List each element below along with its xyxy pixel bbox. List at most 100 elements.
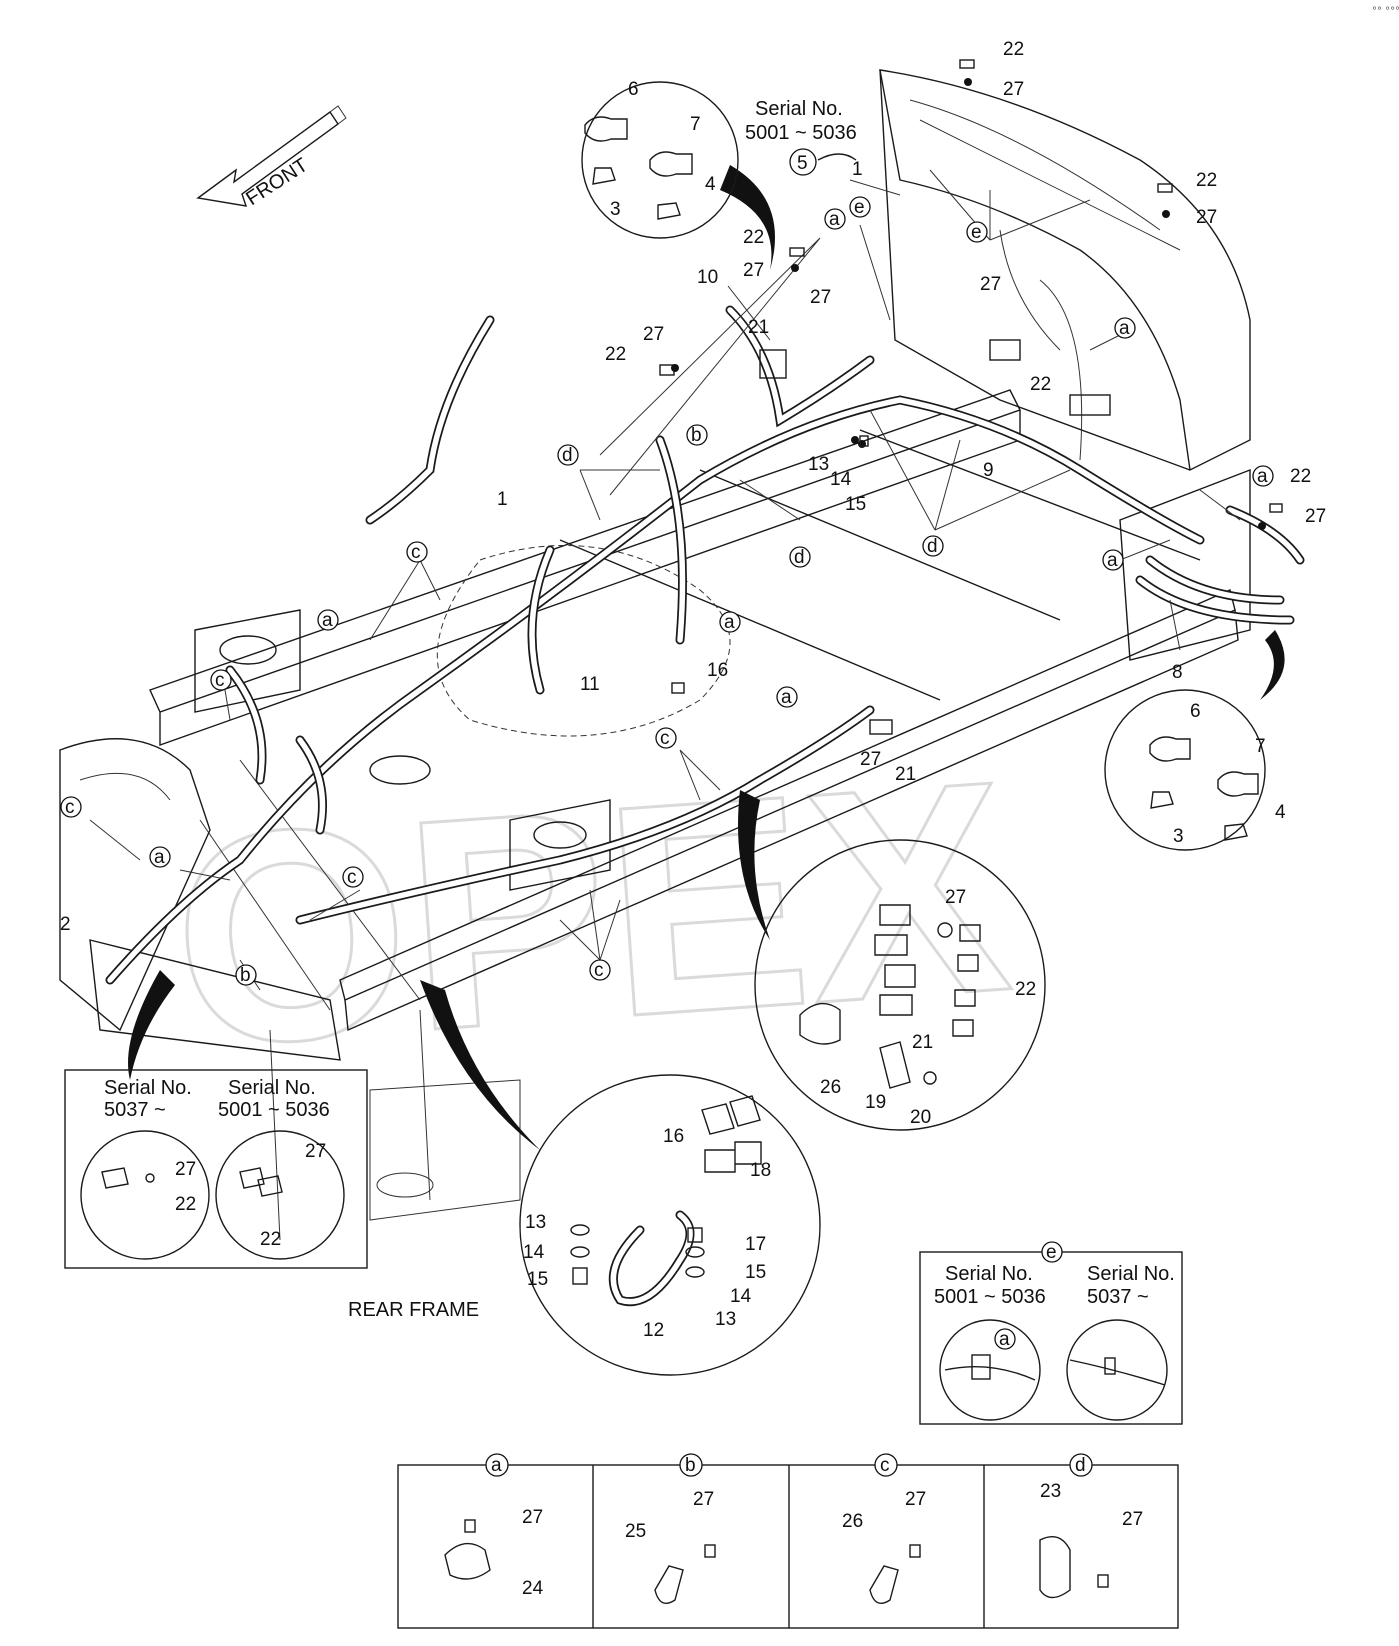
inset-left-callout-22a: 22 <box>175 1194 196 1215</box>
magnifier-tails <box>128 165 1285 1150</box>
callout-11: 11 <box>580 674 600 695</box>
callout-27-mid: 27 <box>743 260 764 281</box>
callout-10: 10 <box>697 267 718 288</box>
callout-27-right: 27 <box>1305 506 1326 527</box>
callout-20-center: 20 <box>910 1107 931 1128</box>
callout-12-bottom: 12 <box>643 1320 664 1341</box>
callout-27-frame: 27 <box>860 749 881 770</box>
callout-14-main: 14 <box>830 469 852 490</box>
main-harness <box>105 305 1305 985</box>
callout-21-upper: 21 <box>748 317 769 338</box>
leader-lines <box>89 169 1241 991</box>
callout-1-mid: 1 <box>497 489 508 510</box>
main-callouts: 22 27 22 27 1 22 27 10 27 21 27 22 27 2 2… <box>60 39 1326 935</box>
callout-18-bottom: 18 <box>750 1160 771 1181</box>
callout-21-center: 21 <box>912 1032 933 1053</box>
detail-circle-top: 6 7 3 4 <box>581 79 739 239</box>
marker-c-5: c <box>347 867 357 888</box>
brackets <box>659 59 1283 735</box>
detail-circle-center: 27 22 21 26 19 20 <box>754 839 1046 1131</box>
table-b-part-27: 27 <box>693 1489 714 1510</box>
marker-b-1: b <box>691 425 702 446</box>
callout-5: 5 <box>797 153 808 174</box>
callout-21-frame: 21 <box>895 764 916 785</box>
inset-left-serial-b-range: 5001 ~ 5036 <box>218 1099 330 1121</box>
front-arrow: FRONT <box>196 105 347 210</box>
inset-e-serial-a-label: Serial No. <box>945 1263 1033 1285</box>
callout-27-left-upper: 27 <box>643 324 664 345</box>
callout-27-hood-right: 27 <box>1196 207 1217 228</box>
inset-left-serial-b-label: Serial No. <box>228 1077 316 1099</box>
inset-left-callout-27a: 27 <box>175 1159 196 1180</box>
table-d-part-27: 27 <box>1122 1509 1143 1530</box>
table-a-part-27: 27 <box>522 1507 543 1528</box>
callout-4-right: 4 <box>1275 802 1286 823</box>
marker-d-1: d <box>562 445 573 466</box>
callout-14-bottom-right: 14 <box>730 1286 752 1307</box>
callout-9: 9 <box>983 460 994 481</box>
marker-a-7: a <box>781 687 792 708</box>
watermark: OPEX <box>163 717 1020 1110</box>
callout-22-left-upper: 22 <box>605 344 626 365</box>
callout-22-hood-top: 22 <box>1003 39 1024 60</box>
detail-circle-right: 6 7 3 4 <box>1104 689 1286 851</box>
marker-d-3: d <box>927 536 938 557</box>
rear-frame-label: REAR FRAME <box>348 1299 479 1321</box>
callout-15-bottom-left: 15 <box>527 1269 548 1290</box>
inset-left-serial-a-label: Serial No. <box>104 1077 192 1099</box>
callout-22-center: 22 <box>1015 979 1036 1000</box>
detail-circle-bottom: 16 18 13 14 15 17 15 14 13 12 <box>519 1074 821 1376</box>
marker-b-2: b <box>240 965 251 986</box>
table-c-part-26: 26 <box>842 1511 863 1532</box>
top-serial-range: 5001 ~ 5036 <box>745 122 857 144</box>
marker-a-1: a <box>829 209 840 230</box>
inset-e-clamp-a: a <box>999 1329 1010 1350</box>
callout-13-main: 13 <box>808 454 829 475</box>
callout-22-mid: 22 <box>743 227 764 248</box>
inset-e-serial-a-range: 5001 ~ 5036 <box>934 1286 1046 1308</box>
callout-13-bottom-right: 13 <box>715 1309 736 1330</box>
marker-e-2: e <box>971 222 982 243</box>
marker-a-5: a <box>724 612 735 633</box>
callout-27-center: 27 <box>945 887 966 908</box>
marker-c-6: c <box>594 960 604 981</box>
marker-a-3: a <box>1257 466 1268 487</box>
clamp-table: a 27 24 b 25 27 c 26 27 d 23 27 <box>397 1453 1179 1629</box>
callout-6: 6 <box>628 79 639 100</box>
table-letter-d: d <box>1075 1455 1086 1476</box>
marker-c-1: c <box>411 542 421 563</box>
callout-7: 7 <box>690 114 701 135</box>
callout-19-center: 19 <box>865 1092 886 1113</box>
callout-8: 8 <box>1172 662 1183 683</box>
callout-2: 2 <box>60 914 71 935</box>
table-d-part-23: 23 <box>1040 1481 1061 1502</box>
corner-mark: °° °°° <box>1372 6 1399 17</box>
serial-inset-e: e Serial No. 5001 ~ 5036 Serial No. 5037… <box>919 1241 1183 1425</box>
table-c-part-27: 27 <box>905 1489 926 1510</box>
serial-inset-left: Serial No. 5037 ~ Serial No. 5001 ~ 5036… <box>64 1069 368 1269</box>
callout-16-bottom: 16 <box>663 1126 684 1147</box>
callout-14-bottom-left: 14 <box>523 1242 545 1263</box>
table-letter-a: a <box>491 1455 502 1476</box>
table-letter-b: b <box>685 1455 696 1476</box>
inset-left-serial-a-range: 5037 ~ <box>104 1099 166 1121</box>
callout-3-right: 3 <box>1173 826 1184 847</box>
marker-a-2: a <box>1119 318 1130 339</box>
callout-22-hood-right: 22 <box>1196 170 1217 191</box>
callout-27-upper: 27 <box>810 287 831 308</box>
marker-a-4: a <box>1107 550 1118 571</box>
top-serial-label: Serial No. <box>755 98 843 120</box>
table-letter-c: c <box>880 1455 890 1476</box>
marker-d-2: d <box>794 547 805 568</box>
marker-c-3: c <box>660 728 670 749</box>
callout-4: 4 <box>705 174 716 195</box>
inset-e-letter: e <box>1046 1242 1057 1263</box>
callout-7-right: 7 <box>1255 736 1266 757</box>
callout-6-right: 6 <box>1190 701 1201 722</box>
marker-a-6: a <box>322 610 333 631</box>
front-label: FRONT <box>242 154 312 210</box>
callout-1-top: 1 <box>852 159 863 180</box>
table-a-part-24: 24 <box>522 1578 544 1599</box>
inset-left-callout-22b: 22 <box>260 1229 281 1250</box>
